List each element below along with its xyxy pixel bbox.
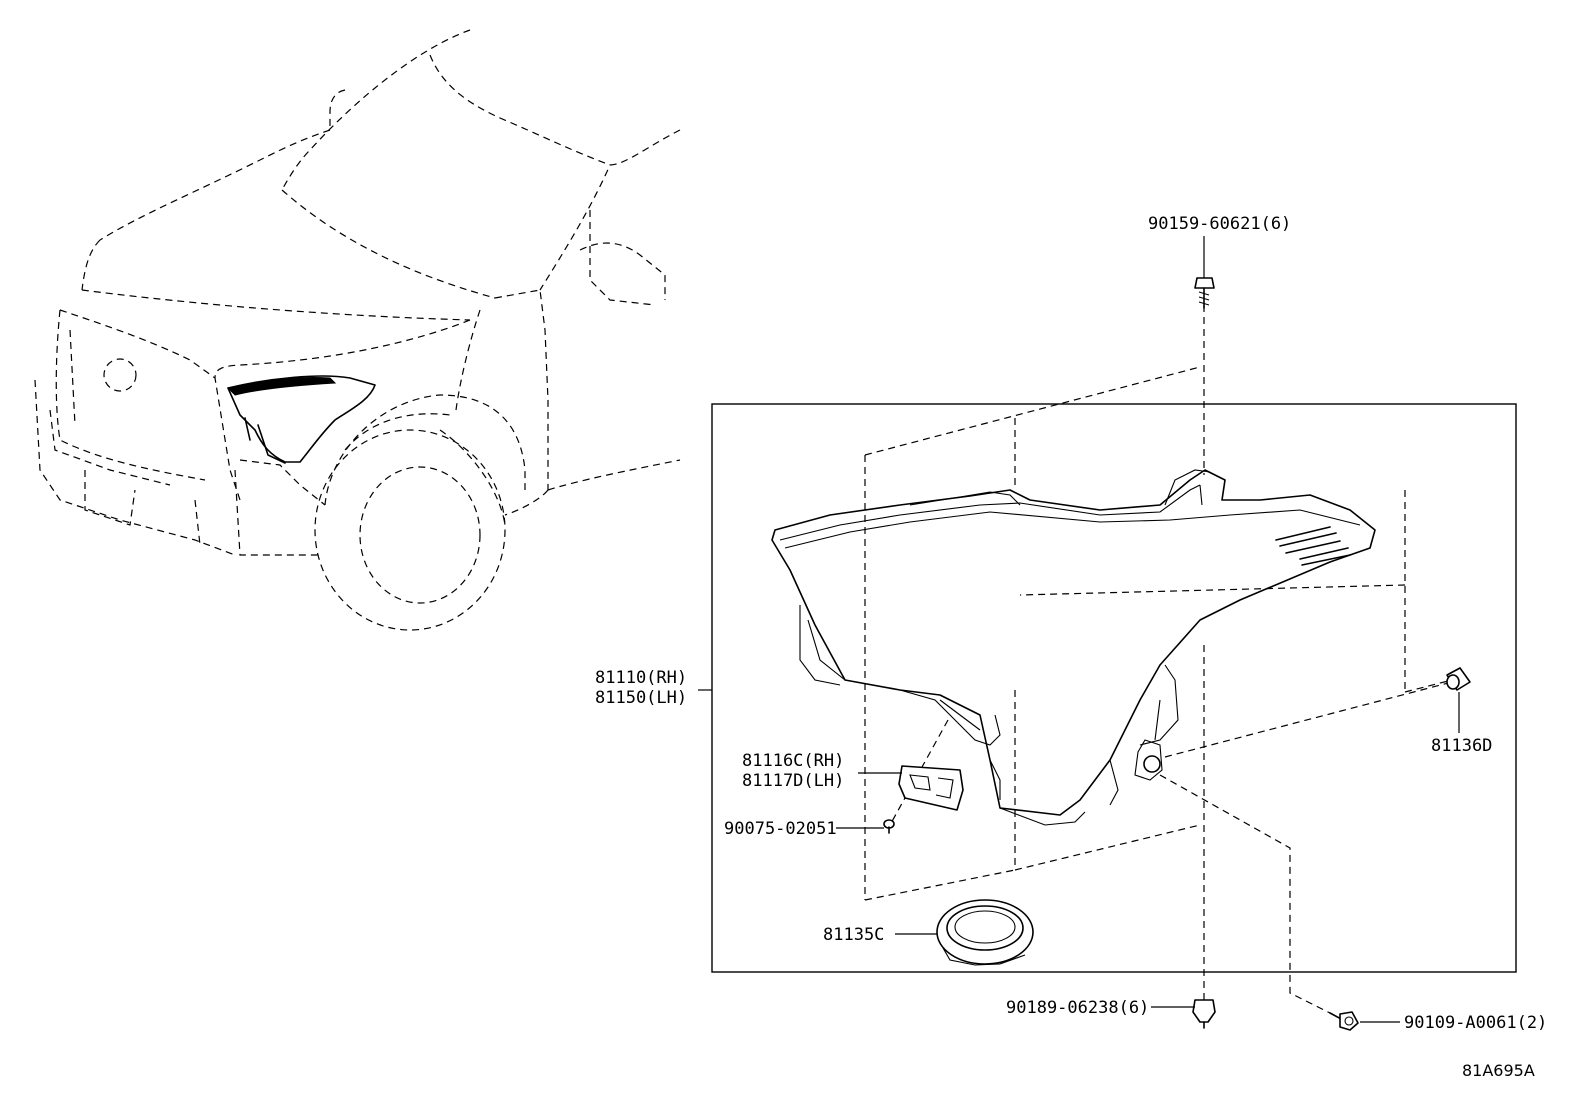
label-81117D-lh: 81117D(LH) <box>742 771 844 791</box>
part-labels: 90159-60621(6) 81110(RH) 81150(LH) 81116… <box>595 214 1547 1080</box>
label-90159-60621: 90159-60621(6) <box>1148 214 1291 234</box>
screw-90075-icon <box>883 819 895 834</box>
leader-lines <box>698 236 1460 1023</box>
label-90189-06238: 90189-06238(6) <box>1006 998 1149 1018</box>
assembly-guides <box>864 305 1453 1014</box>
bracket-81116C-icon <box>898 765 964 811</box>
screw-90109-icon <box>1329 1011 1359 1031</box>
headlamp-assembly-illustration <box>771 469 1376 826</box>
label-81116C-rh: 81116C(RH) <box>742 751 844 771</box>
diagram-code: 81A695A <box>1462 1061 1535 1080</box>
ring-81135C-icon <box>936 899 1034 966</box>
label-90075-02051: 90075-02051 <box>724 819 837 839</box>
cap-81136D-icon <box>1446 667 1471 691</box>
label-81110-rh: 81110(RH) <box>595 668 687 688</box>
vehicle-overview <box>34 29 681 631</box>
label-81150-lh: 81150(LH) <box>595 688 687 708</box>
label-90109-A0061: 90109-A0061(2) <box>1404 1013 1547 1033</box>
assembly-frame <box>711 403 1517 973</box>
screw-90159-icon <box>1194 277 1215 309</box>
label-81135C: 81135C <box>823 925 884 945</box>
clip-90189-icon <box>1192 999 1216 1029</box>
label-81136D: 81136D <box>1431 736 1492 756</box>
